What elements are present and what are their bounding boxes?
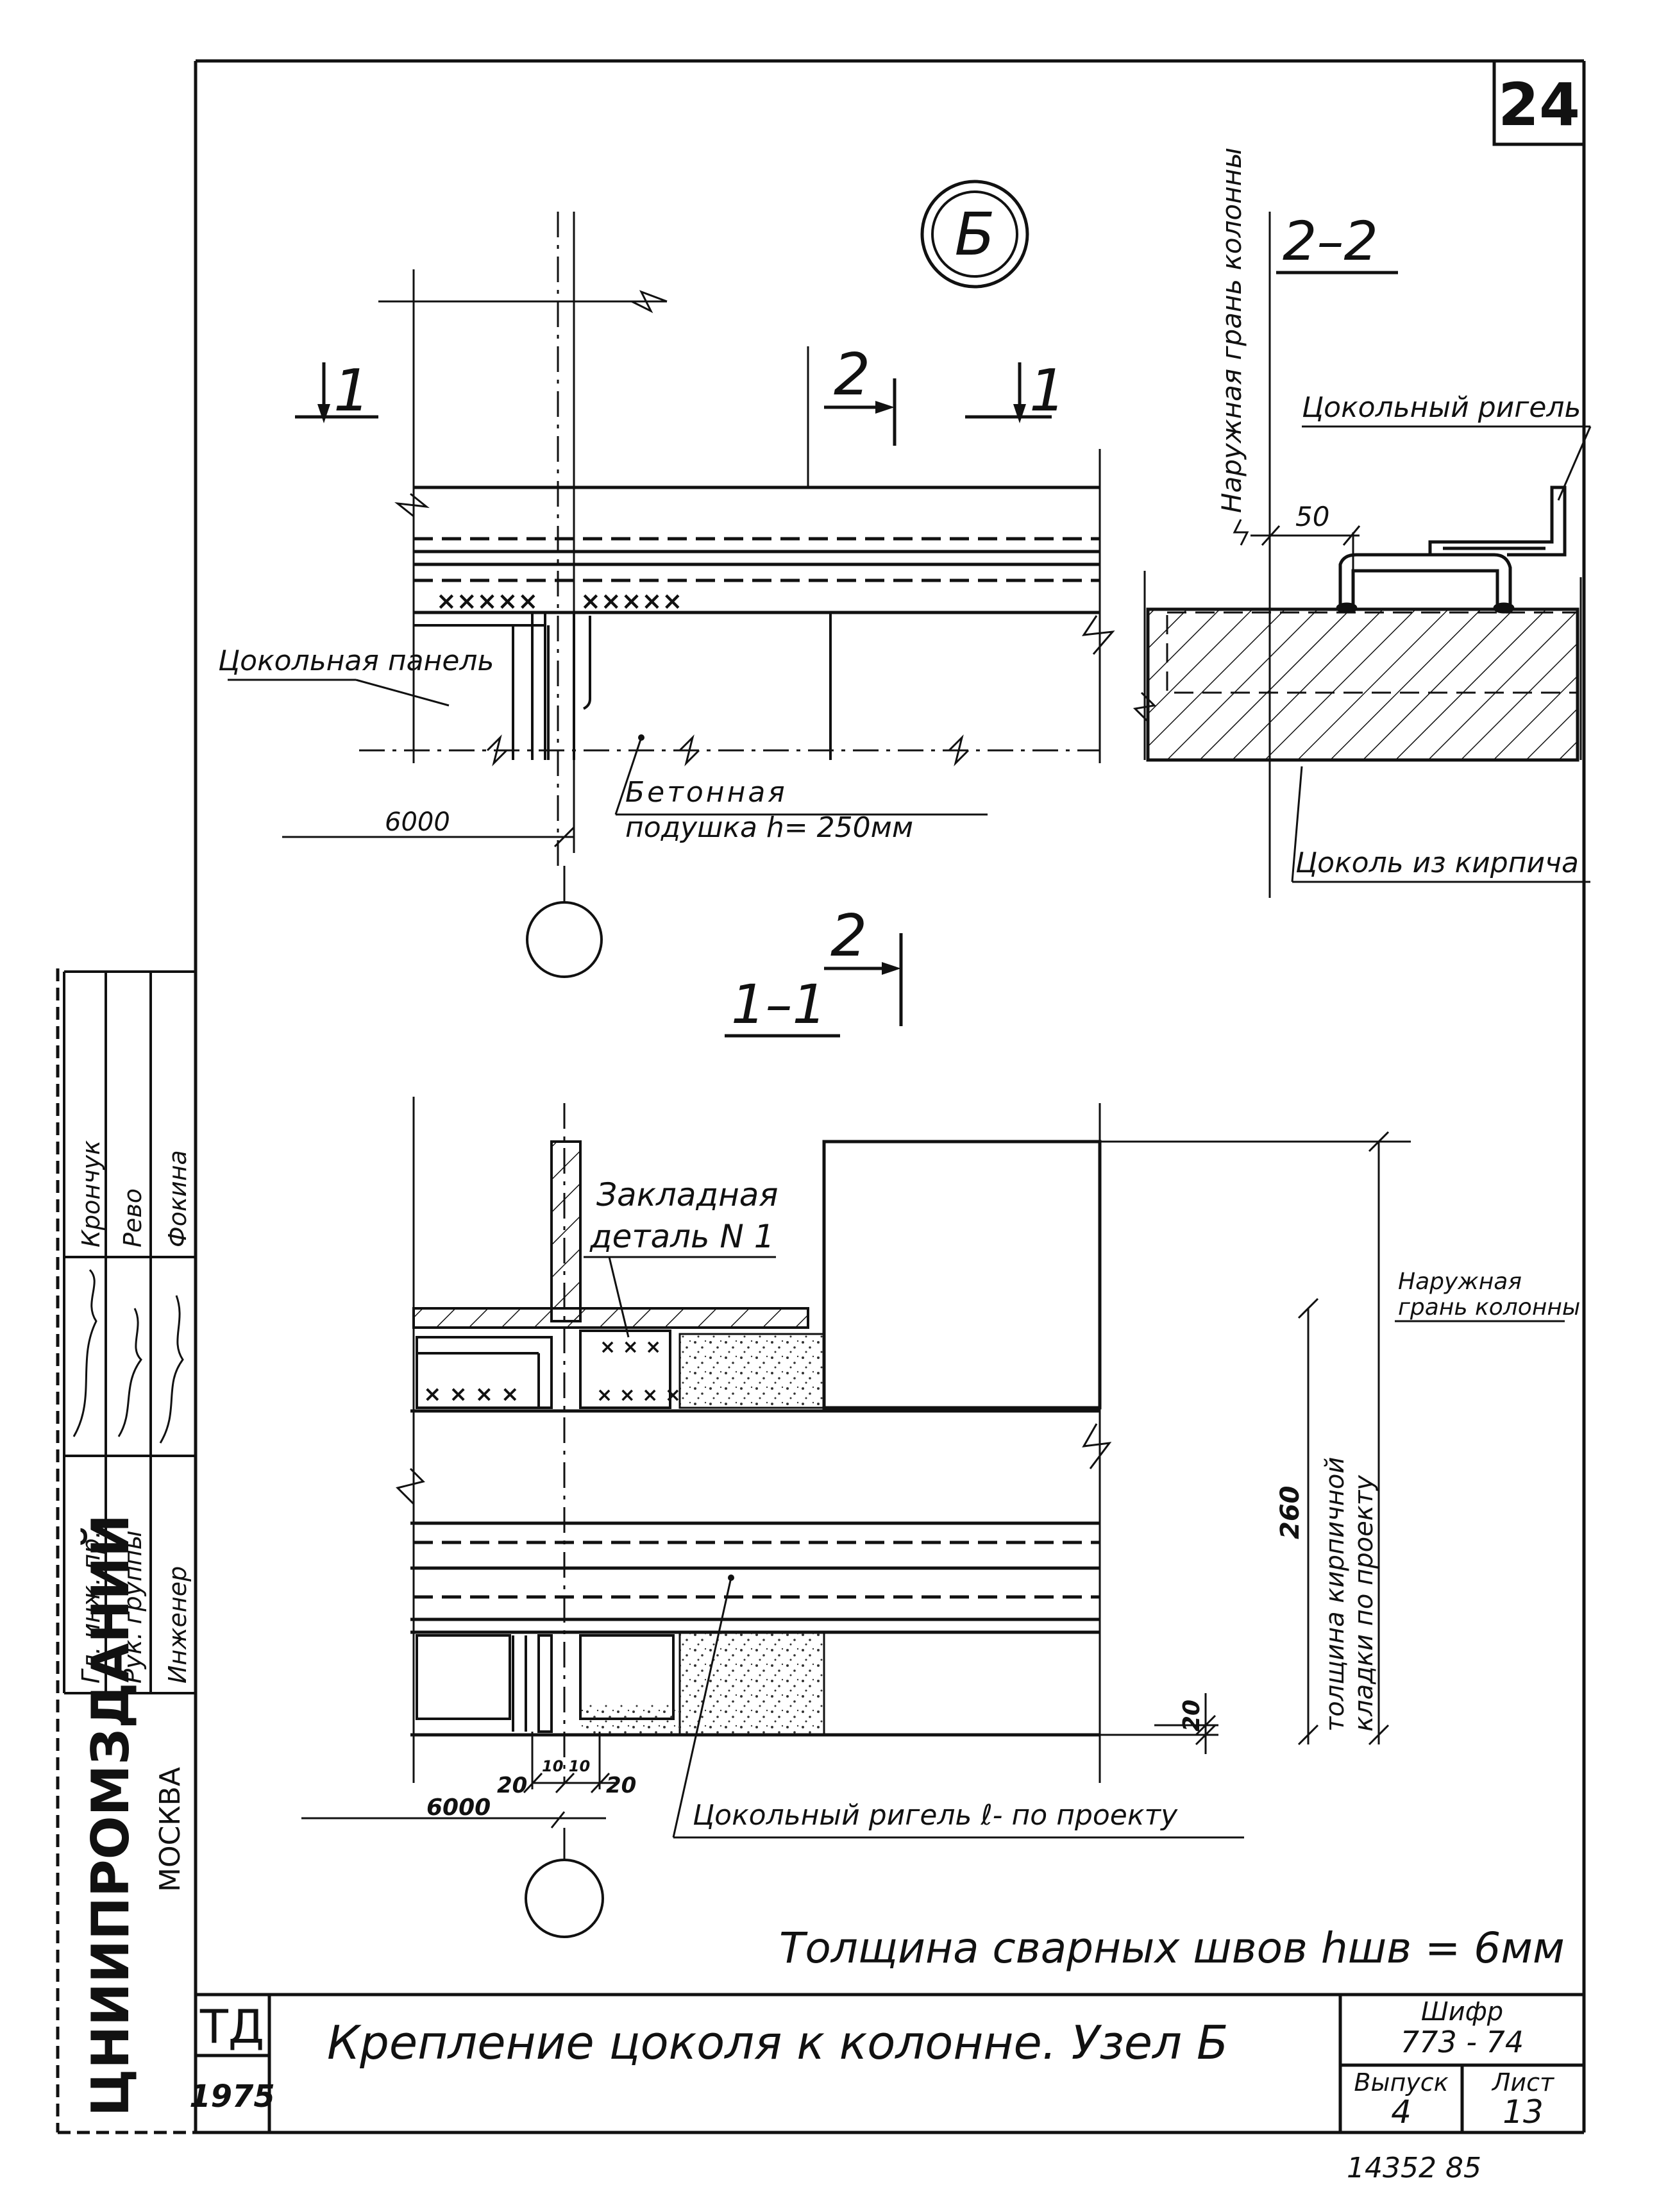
dim-6000-top: 6000 xyxy=(282,807,575,848)
svg-text:Закладная: Закладная xyxy=(596,1176,778,1213)
signature-1 xyxy=(72,1269,97,1437)
tb-issue-label: Выпуск xyxy=(1354,2068,1448,2097)
label-brick-thickness-1: толщина кирпичной xyxy=(1320,1457,1350,1732)
sheet-number-box: 24 xyxy=(1492,61,1584,146)
column-block xyxy=(822,1140,1102,1410)
section-cut-1-left: 1 xyxy=(295,357,378,425)
svg-text:1: 1 xyxy=(333,357,370,425)
svg-text:Цокольная панель: Цокольная панель xyxy=(218,645,494,677)
axis-bubble-bottom xyxy=(525,1859,604,1938)
svg-text:Наружная: Наружная xyxy=(1398,1269,1522,1295)
girder-section xyxy=(410,1409,1100,1634)
brick-plinth xyxy=(1146,607,1579,762)
label-brick-plinth: Цоколь из кирпича xyxy=(1291,766,1590,883)
note-weld: Толщина сварных швов hшв = 6мм xyxy=(779,1923,1565,1973)
tb-code: 773 - 74 xyxy=(1401,2025,1524,2059)
archive-stamp: 14352 85 xyxy=(1347,2152,1481,2184)
svg-text:подушка h= 250мм: подушка h= 250мм xyxy=(625,811,913,844)
weld-marks-1: × × × × xyxy=(423,1381,519,1407)
tb-series: ТД xyxy=(199,2000,264,2054)
weld-marks-2: × × × xyxy=(600,1336,661,1358)
role-2: Рук. группы xyxy=(119,1530,147,1684)
svg-text:деталь N 1: деталь N 1 xyxy=(589,1218,775,1255)
label-girder: Цокольный ригель ℓ- по проекту xyxy=(672,1575,1244,1839)
weld-marks-3: × × × × xyxy=(596,1384,681,1406)
tb-sheet-label: Лист xyxy=(1491,2068,1555,2097)
svg-text:2: 2 xyxy=(830,902,867,970)
label-plinth-girder: Цокольный ригель xyxy=(1302,391,1592,501)
weld-marks-right: ××××× xyxy=(580,587,682,615)
tb-year: 1975 xyxy=(189,2079,275,2115)
embedded-plate xyxy=(412,1307,809,1329)
label-plinth-panel: Цокольная панель xyxy=(218,645,494,707)
org-city: МОСКВА xyxy=(154,1767,187,1892)
org-name: ЦНИИПРОМЗДАНИЙ xyxy=(80,1514,140,2116)
role-1: Гл. инж. пр. xyxy=(77,1530,105,1684)
label-concrete-pad: Бетонная подушка h= 250мм xyxy=(614,734,988,844)
svg-text:20: 20 xyxy=(497,1773,527,1798)
node-mark: Б xyxy=(920,180,1029,289)
svg-text:Цокольный ригель: Цокольный ригель xyxy=(1302,391,1581,424)
svg-text:Цокольный ригель ℓ- по проекту: Цокольный ригель ℓ- по проекту xyxy=(693,1799,1178,1832)
svg-text:20: 20 xyxy=(1179,1700,1205,1732)
sheet-number-top: 24 xyxy=(1498,71,1580,139)
label-outer-face-1-1: Наружная грань колонны xyxy=(1395,1269,1580,1322)
sheet-frame xyxy=(56,59,1586,2134)
section-cut-2-below: 2 xyxy=(824,902,903,1026)
signature-2 xyxy=(117,1308,142,1437)
section-1-1-title: 1–1 xyxy=(725,973,840,1038)
label-outer-face-vertical: Наружная грань колонны xyxy=(1216,148,1247,513)
concrete-fill-upper xyxy=(678,1333,825,1409)
section-cut-2: 2 xyxy=(824,341,897,446)
section-2-2: 2–2 Наружная грань колонны Цокольный риг… xyxy=(1133,148,1592,898)
signature-3 xyxy=(159,1295,184,1444)
dims-bottom: 6000 20 10 10 20 xyxy=(301,1732,636,1828)
tb-sheet: 13 xyxy=(1503,2093,1544,2131)
dim-50: 50 xyxy=(1251,501,1361,603)
svg-text:Бетонная: Бетонная xyxy=(625,776,787,809)
svg-text:50: 50 xyxy=(1295,501,1329,532)
axis-bubble-top xyxy=(526,901,603,978)
svg-text:Цоколь из кирпича: Цоколь из кирпича xyxy=(1295,847,1579,879)
title-block: ТД 1975 Крепление цоколя к колонне. Узел… xyxy=(189,1993,1584,2132)
girder-profile xyxy=(1336,485,1567,614)
label-embedded-detail: Закладная деталь N 1 xyxy=(584,1176,778,1338)
name-3: Фокина xyxy=(164,1150,192,1247)
role-3: Инженер xyxy=(164,1566,192,1684)
tb-issue: 4 xyxy=(1391,2093,1411,2131)
node-mark-letter: Б xyxy=(954,200,995,269)
section-2-2-title: 2–2 xyxy=(1276,210,1398,274)
svg-text:2: 2 xyxy=(834,341,870,409)
dim-260: 260 xyxy=(1276,1486,1305,1540)
svg-text:6000: 6000 xyxy=(426,1794,491,1821)
section-cut-1-right: 1 xyxy=(965,357,1066,425)
svg-text:грань колонны: грань колонны xyxy=(1398,1294,1580,1321)
tb-title: Крепление цоколя к колонне. Узел Б xyxy=(327,2016,1228,2070)
label-brick-thickness-2: кладки по проекту xyxy=(1349,1474,1379,1732)
name-1: Крончук xyxy=(77,1140,105,1247)
svg-text:1–1: 1–1 xyxy=(731,973,827,1036)
svg-text:6000: 6000 xyxy=(385,807,450,837)
svg-text:1: 1 xyxy=(1029,357,1066,425)
weld-marks-left: ××××× xyxy=(436,587,538,615)
top-view: ××××× ××××× 1 2 1 Цокольная панель xyxy=(218,212,1115,1026)
embedded-stem xyxy=(550,1140,582,1322)
left-stamp: Гл. инж. пр. Рук. группы Инженер Крончук… xyxy=(63,970,196,2116)
name-2: Рево xyxy=(119,1188,147,1247)
tb-code-label: Шифр xyxy=(1421,1997,1503,2027)
svg-text:2–2: 2–2 xyxy=(1283,210,1378,273)
svg-text:20: 20 xyxy=(606,1773,636,1798)
section-1-1: 1–1 × × × × × × × × × × × xyxy=(301,973,1580,1938)
svg-text:10 10: 10 10 xyxy=(542,1757,590,1775)
dim-20-right: 20 xyxy=(1154,1693,1218,1754)
concrete-fill-lower xyxy=(678,1631,825,1736)
